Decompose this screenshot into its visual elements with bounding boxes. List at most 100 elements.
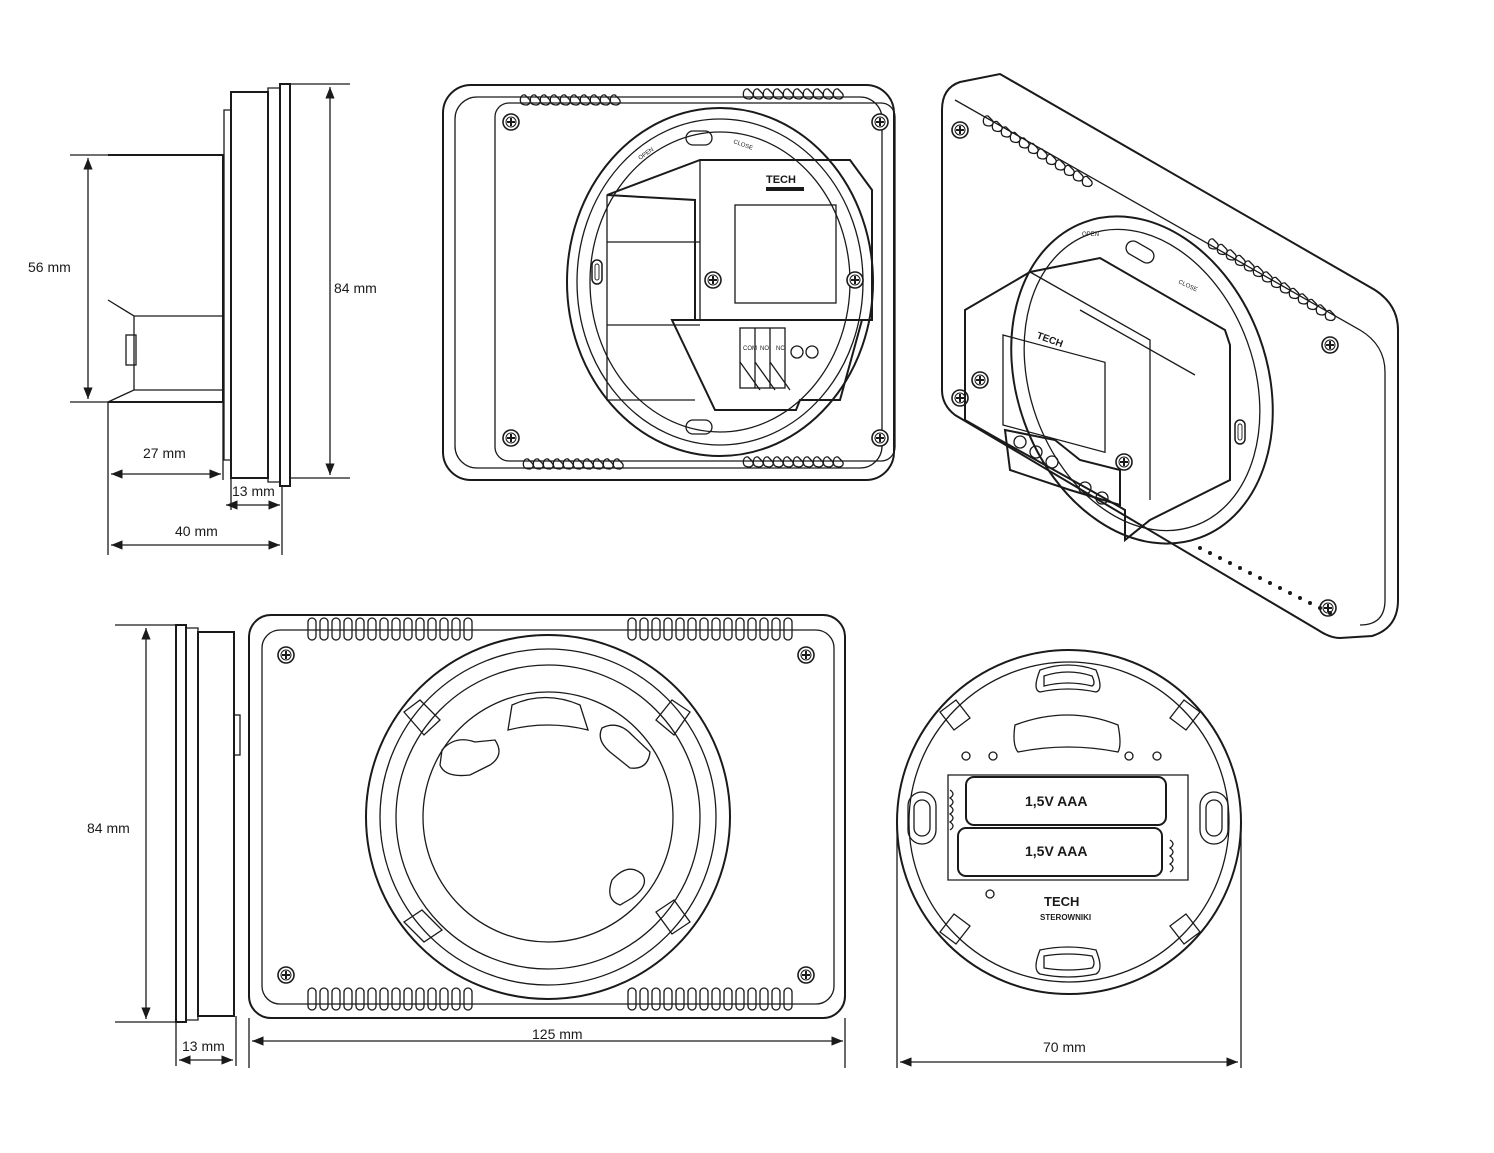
battery-label-1: 1,5V AAA [1025,793,1088,809]
open-label-perspective: OPEN [1082,232,1099,238]
vent-slot [627,987,637,1011]
vent-slot [792,456,804,468]
vent-slot [1248,571,1252,575]
vent-slot [762,88,774,100]
vent-slot [1000,126,1012,138]
vent-slot [1268,581,1272,585]
terminal-com-label: COM [743,346,757,352]
vent-slot [463,987,473,1011]
vent-slot [1288,287,1300,300]
vent-slot [1208,551,1212,555]
vent-slot [735,617,745,641]
vent-slot [802,88,814,100]
vent-slot [552,458,564,470]
vent-slot [1252,265,1264,278]
vent-slot [782,88,794,100]
vent-slot [812,88,824,100]
vent-slot [747,987,757,1011]
vent-slot [355,987,365,1011]
vent-slot [379,987,389,1011]
vent-slot [1308,601,1312,605]
vent-slot [1063,164,1075,177]
vent-slot [609,94,621,106]
vent-slot [343,617,353,641]
vent-slot [331,987,341,1011]
vent-slot [687,987,697,1011]
vent-slot [792,88,804,100]
vent-slot [663,617,673,641]
vent-slot [427,617,437,641]
dim-side-thickness: 13 mm [232,483,275,499]
vent-slot [1306,298,1318,311]
vent-slot [832,456,844,468]
rear-view-with-module: COM NO NC TECH OPEN CLOSE [442,84,896,481]
vent-slot [1243,260,1255,272]
vent-slot [639,987,649,1011]
dim-side-height: 56 mm [28,259,71,275]
vent-slot [307,987,317,1011]
vent-slot [651,987,661,1011]
brand-logo-rear: TECH [766,174,796,186]
brand-logo-round: TECH [1044,894,1079,909]
vent-slot [1318,606,1322,610]
vent-slot [391,617,401,641]
vent-slot [562,458,574,470]
vent-slot [559,94,571,106]
vent-slot [1027,142,1039,155]
vent-slot [519,94,531,106]
dim-side-total-depth: 40 mm [175,523,218,539]
vent-slot [1225,249,1237,261]
vent-slot [403,987,413,1011]
vent-slot [742,456,754,468]
vent-slot [379,617,389,641]
vent-slot [1054,159,1066,171]
vent-slot [319,987,329,1011]
vent-slot [1218,556,1222,560]
vent-slot [1298,596,1302,600]
vent-slot [991,120,1003,133]
vent-slot [415,987,425,1011]
vent-slot [439,617,449,641]
vent-slot [451,987,461,1011]
vent-slot [529,94,541,106]
vent-slot [1297,293,1309,305]
vent-slot [415,617,425,641]
vent-slot [639,617,649,641]
vent-slot [367,617,377,641]
vent-slot [427,987,437,1011]
vent-slot [1279,282,1291,294]
dim-front-height: 84 mm [87,820,130,836]
vent-slot [772,456,784,468]
vent-slot [319,617,329,641]
terminal-nc-label: NC [776,346,785,352]
vent-slot [569,94,581,106]
vent-slot [331,617,341,641]
vent-slot [759,987,769,1011]
vent-slot [403,617,413,641]
vent-slot [982,115,994,127]
vent-slot [589,94,601,106]
vent-slot [1216,243,1228,256]
vent-slot [367,987,377,1011]
vent-slot [542,458,554,470]
vent-slot [752,88,764,100]
vent-slot [1328,611,1332,615]
vent-slot [723,617,733,641]
vent-slot [343,987,353,1011]
vent-slot [699,617,709,641]
vent-slot [832,88,844,100]
vent-slot [772,88,784,100]
close-label-perspective: CLOSE [1177,279,1198,293]
vent-slot [783,617,793,641]
vent-slot [539,94,551,106]
vent-slot [1009,131,1021,144]
dim-side-depth: 27 mm [143,445,186,461]
vent-slot [687,617,697,641]
vent-slot [699,987,709,1011]
rear-panel-flat: 125 mm [248,614,846,1068]
vent-slot [782,456,794,468]
vent-slot [627,617,637,641]
vent-slot [307,617,317,641]
vent-slot [532,458,544,470]
